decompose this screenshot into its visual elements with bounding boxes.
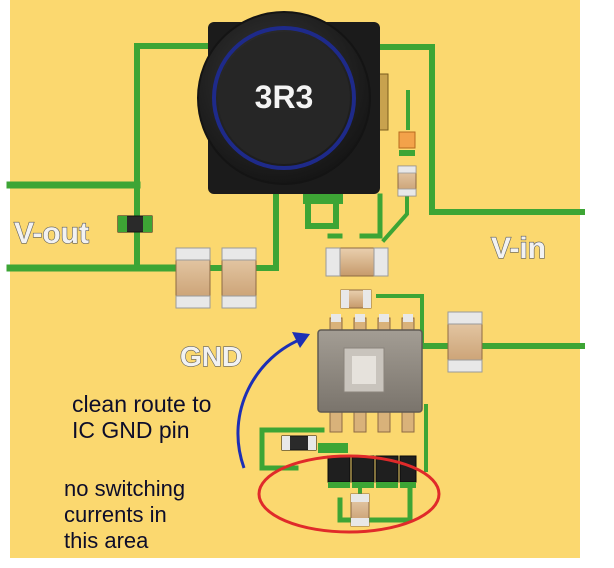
switching-regulator-ic xyxy=(317,314,423,433)
inductor-marking: 3R3 xyxy=(255,79,314,115)
output-cap-1 xyxy=(175,247,211,309)
switch-node-cap xyxy=(325,247,389,277)
v-in-label: V-in xyxy=(491,232,546,265)
output-cap-2 xyxy=(221,247,257,309)
annotation-no-switching-line2: currents in xyxy=(64,502,167,527)
highlight-ellipse-icon xyxy=(257,454,441,534)
annotation-clean-route-line1: clean route to xyxy=(72,391,211,417)
input-capacitor xyxy=(447,311,483,373)
green-pads xyxy=(303,192,348,453)
bottom-components xyxy=(281,435,417,527)
top-right-passives xyxy=(397,131,417,197)
bootstrap-small-cap xyxy=(340,289,372,309)
inductor-ring xyxy=(212,26,356,170)
annotation-no-switching-line1: no switching xyxy=(64,476,185,501)
gnd-label: GND xyxy=(180,341,242,372)
output-capacitors xyxy=(175,247,257,309)
curved-arrow-icon xyxy=(236,332,310,469)
inductor: 3R3 xyxy=(197,11,389,194)
v-out-label: V-out xyxy=(14,217,89,250)
vout-small-resistor xyxy=(117,215,153,233)
annotation-no-switching-line3: this area xyxy=(64,528,149,553)
annotation-clean-route-line2: IC GND pin xyxy=(72,417,190,443)
